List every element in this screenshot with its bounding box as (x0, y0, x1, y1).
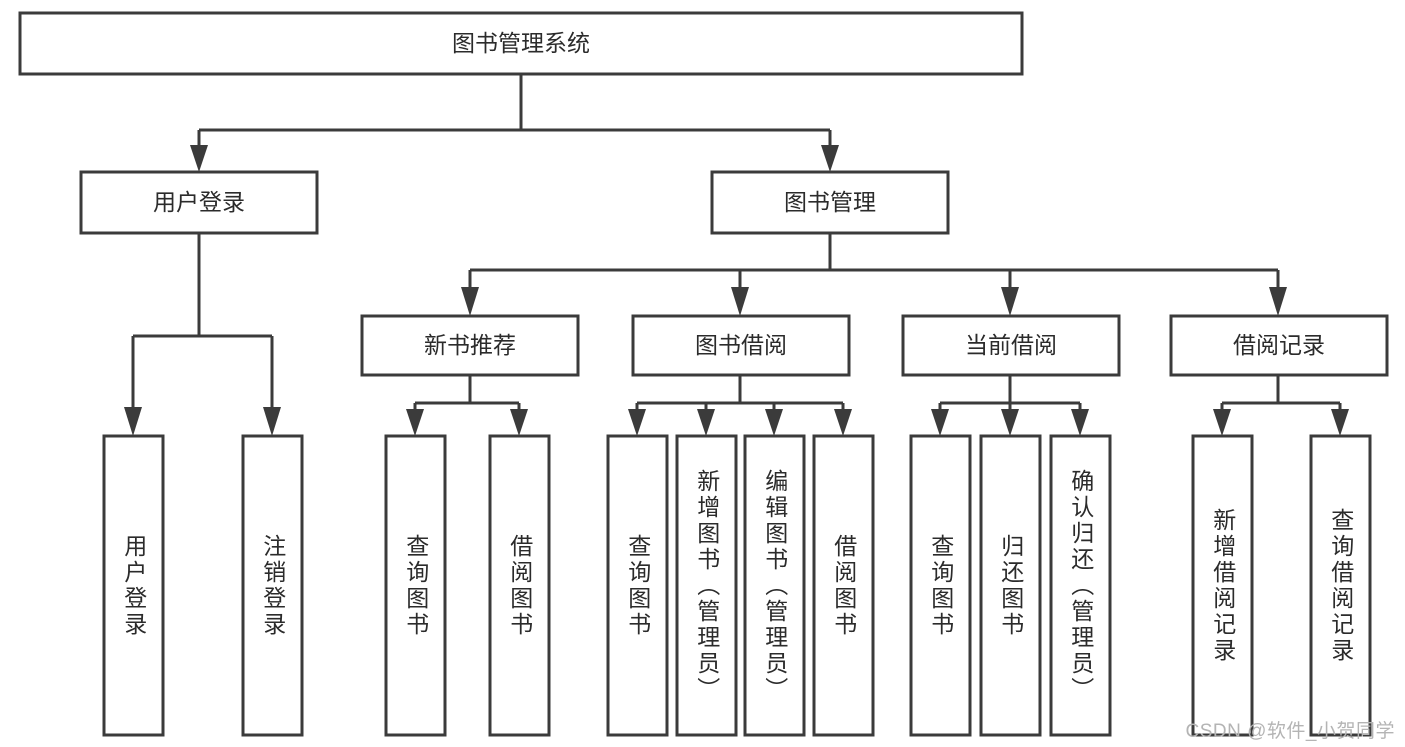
watermark-text: CSDN @软件_小贺同学 (1185, 721, 1395, 742)
connector-root-to-bus (190, 74, 839, 172)
node-book-management[interactable]: 图书管理 (710, 170, 950, 235)
node-user-login[interactable]: 用户登录 (79, 170, 319, 235)
node-book-management-label: 图书管理 (784, 189, 876, 215)
leaf-box-new-book-1[interactable] (488, 434, 551, 737)
leaf-box-book-borrow-1[interactable] (675, 434, 738, 737)
leaf-box-user-login-1[interactable] (241, 434, 304, 737)
node-root-label: 图书管理系统 (452, 30, 590, 56)
node-current-borrow[interactable]: 当前借阅 (901, 314, 1121, 377)
node-root[interactable]: 图书管理系统 (18, 11, 1024, 76)
connector-books-to-bus (461, 233, 1287, 316)
connector-current-borrow-to-leaves (931, 375, 1089, 436)
node-borrow-record-label: 借阅记录 (1233, 332, 1325, 358)
node-new-book-recommend-label: 新书推荐 (424, 332, 516, 358)
node-new-book-recommend[interactable]: 新书推荐 (360, 314, 580, 377)
leaf-box-new-book-0[interactable] (384, 434, 447, 737)
leaf-box-borrow-record-0[interactable] (1191, 434, 1254, 737)
connector-book-borrow-to-leaves (628, 375, 852, 436)
node-book-borrow-label: 图书借阅 (695, 332, 787, 358)
leaf-box-book-borrow-2[interactable] (743, 434, 806, 737)
node-book-borrow[interactable]: 图书借阅 (631, 314, 851, 377)
leaf-box-book-borrow-3[interactable] (812, 434, 875, 737)
leaf-box-current-borrow-1[interactable] (979, 434, 1042, 737)
connector-user-login-to-leaves (124, 233, 281, 436)
node-user-login-label: 用户登录 (153, 189, 245, 215)
leaf-box-current-borrow-0[interactable] (909, 434, 972, 737)
leaf-box-current-borrow-2[interactable] (1049, 434, 1112, 737)
leaf-box-user-login-0[interactable] (102, 434, 165, 737)
node-borrow-record[interactable]: 借阅记录 (1169, 314, 1389, 377)
node-current-borrow-label: 当前借阅 (965, 332, 1057, 358)
connector-borrow-record-to-leaves (1213, 375, 1349, 436)
leaf-box-borrow-record-1[interactable] (1309, 434, 1372, 737)
leaf-box-book-borrow-0[interactable] (606, 434, 669, 737)
connector-new-book-to-leaves (406, 375, 528, 436)
